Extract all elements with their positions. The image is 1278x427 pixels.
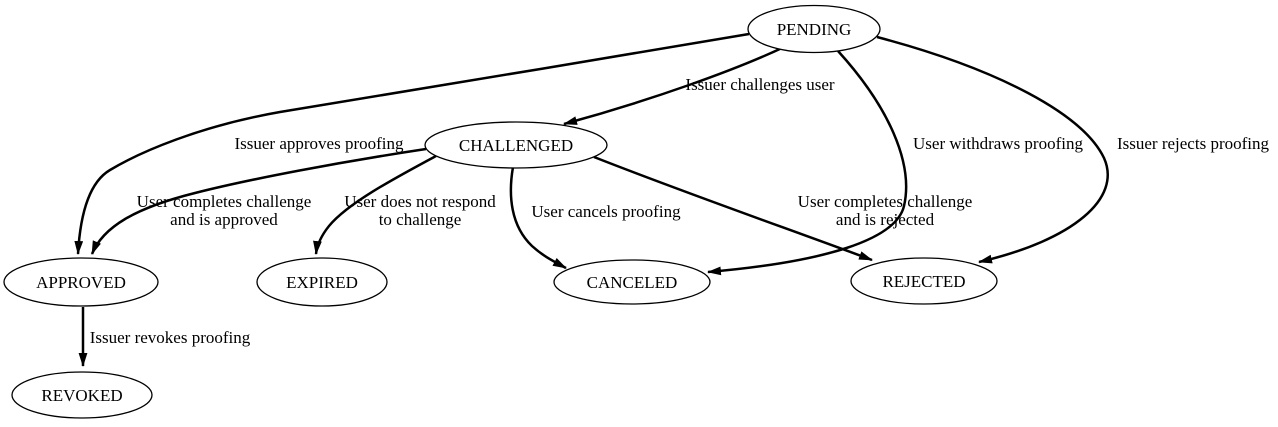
edge-label-completes-approved-line2: and is approved — [170, 210, 278, 229]
node-canceled: CANCELED — [553, 259, 711, 305]
edges-layer — [74, 32, 1109, 367]
node-expired: EXPIRED — [256, 257, 388, 307]
node-pending: PENDING — [747, 4, 881, 54]
edge-pending-canceled — [707, 50, 908, 276]
node-label-rejected: REJECTED — [882, 272, 965, 291]
edge-pending-rejected — [876, 35, 1109, 264]
edge-label-issuer-revokes-proofing: Issuer revokes proofing — [90, 328, 251, 347]
node-label-approved: APPROVED — [36, 273, 126, 292]
node-label-expired: EXPIRED — [286, 273, 358, 292]
node-label-canceled: CANCELED — [587, 273, 678, 292]
edge-challenged-approved — [90, 147, 427, 255]
edge-label-completes-rejected-line2: and is rejected — [836, 210, 935, 229]
node-label-revoked: REVOKED — [41, 386, 122, 405]
edge-label-issuer-challenges-user: Issuer challenges user — [685, 75, 835, 94]
edge-pending-approved — [74, 32, 750, 255]
node-ellipse-revoked — [11, 371, 153, 419]
node-ellipse-challenged — [424, 121, 608, 169]
node-ellipse-canceled — [553, 259, 711, 305]
node-ellipse-expired — [256, 257, 388, 307]
edge-label-user-cancels-proofing: User cancels proofing — [531, 202, 681, 221]
node-label-challenged: CHALLENGED — [459, 136, 573, 155]
nodes-layer: PENDING CHALLENGED APPROVED EXPIRED CANC… — [3, 4, 998, 419]
node-label-pending: PENDING — [777, 20, 852, 39]
edge-label-issuer-approves-proofing: Issuer approves proofing — [234, 134, 404, 153]
node-approved: APPROVED — [3, 257, 159, 307]
edge-label-completes-rejected-line1: User completes challenge — [798, 192, 973, 211]
edge-pending-challenged — [563, 46, 783, 126]
node-ellipse-pending — [747, 4, 881, 54]
edge-label-issuer-rejects-proofing: Issuer rejects proofing — [1117, 134, 1270, 153]
node-revoked: REVOKED — [11, 371, 153, 419]
edge-labels-layer: Issuer challenges user Issuer approves p… — [90, 75, 1270, 347]
edge-challenged-expired — [313, 154, 437, 255]
edge-label-no-respond-line1: User does not respond — [344, 192, 496, 211]
edge-label-completes-approved-line1: User completes challenge — [137, 192, 312, 211]
node-ellipse-rejected — [850, 257, 998, 305]
node-ellipse-approved — [3, 257, 159, 307]
edge-label-no-respond-line2: to challenge — [379, 210, 462, 229]
node-challenged: CHALLENGED — [424, 121, 608, 169]
node-rejected: REJECTED — [850, 257, 998, 305]
edge-challenged-canceled — [509, 166, 567, 270]
edge-label-user-withdraws-proofing: User withdraws proofing — [913, 134, 1083, 153]
